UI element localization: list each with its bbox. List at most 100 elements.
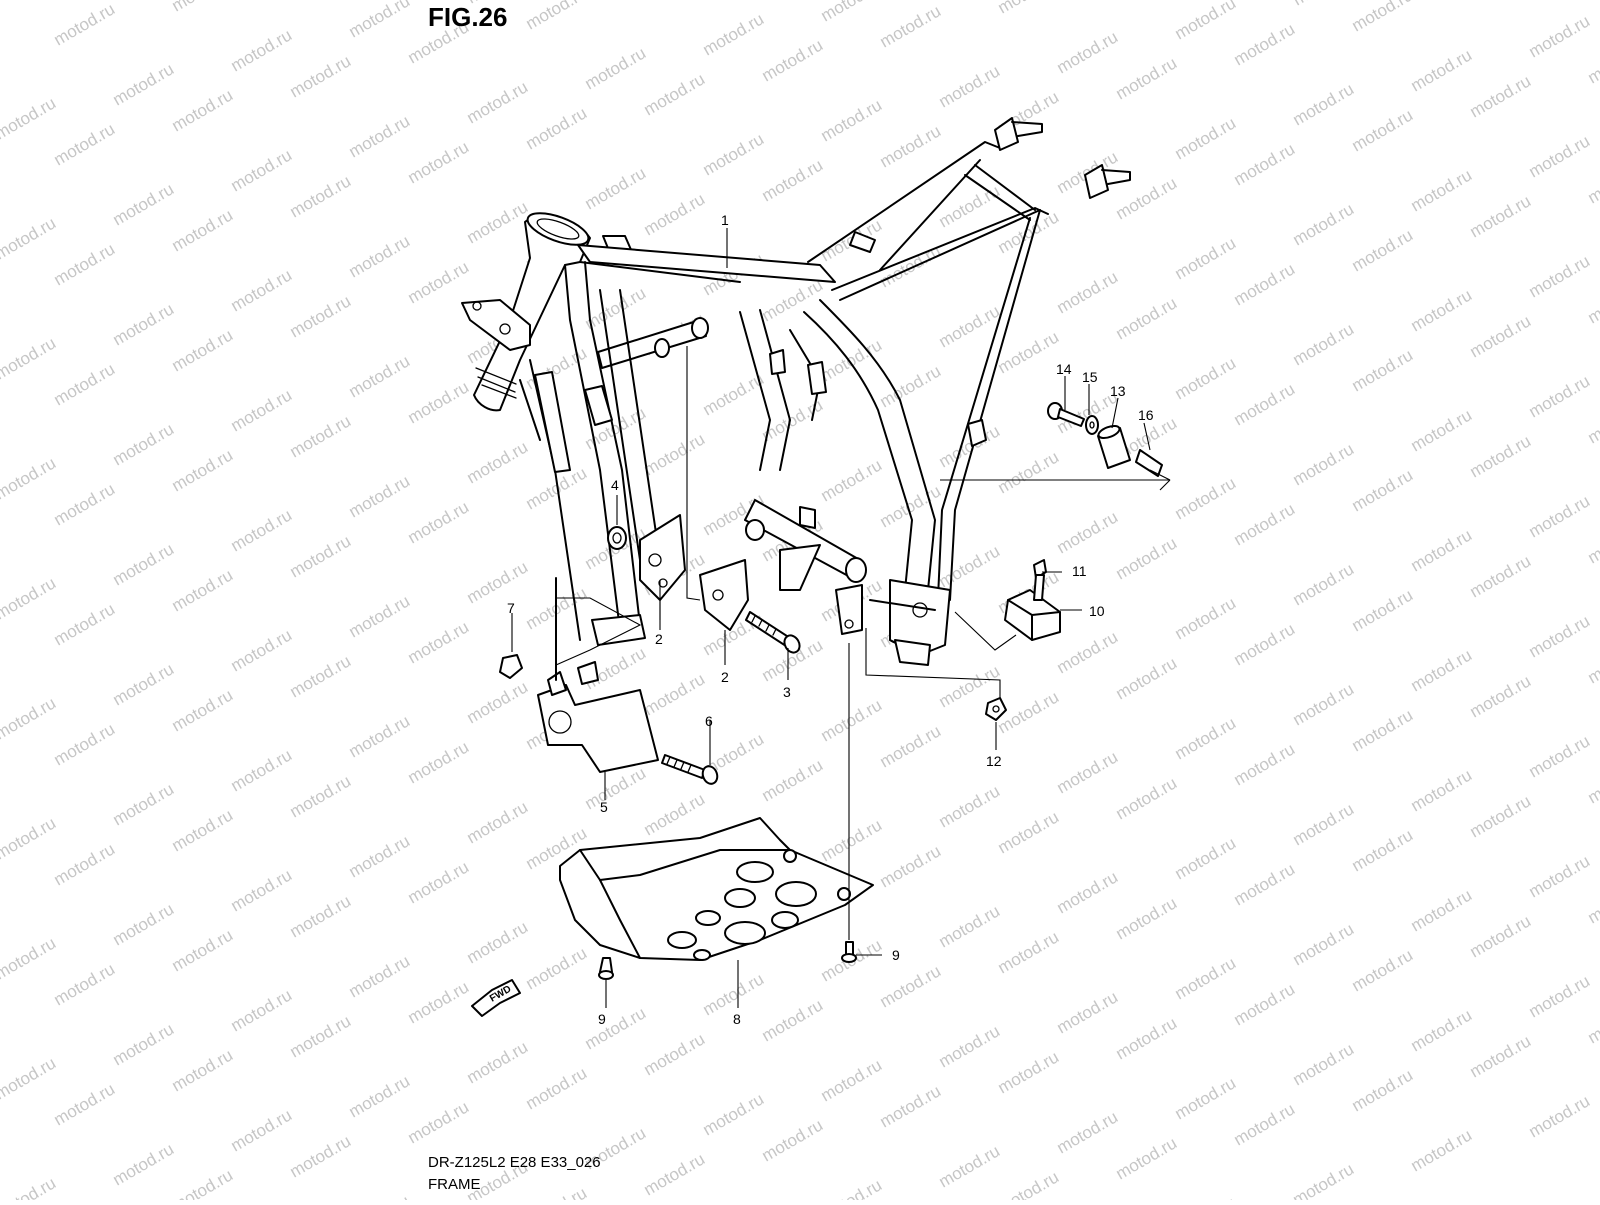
watermark-text: motod.ru xyxy=(1408,165,1476,215)
watermark-text: motod.ru xyxy=(641,69,709,119)
watermark-text: motod.ru xyxy=(1526,131,1594,181)
watermark-text: motod.ru xyxy=(1349,105,1417,155)
watermark-text: motod.ru xyxy=(1290,0,1358,9)
watermark-text: motod.ru xyxy=(641,429,709,479)
callout-4: 4 xyxy=(611,477,619,493)
watermark-text: motod.ru xyxy=(1054,1107,1122,1157)
watermark-text: motod.ru xyxy=(1467,911,1535,961)
watermark-text: motod.ru xyxy=(1349,345,1417,395)
watermark-text: motod.ru xyxy=(51,599,119,649)
watermark-text: motod.ru xyxy=(346,591,414,641)
watermark-text: motod.ru xyxy=(818,0,886,25)
bolt-part-3[interactable] xyxy=(746,612,803,655)
watermark-text: motod.ru xyxy=(818,95,886,145)
watermark-text: motod.ru xyxy=(1113,53,1181,103)
watermark-text: motod.ru xyxy=(936,781,1004,831)
watermark-text: motod.ru xyxy=(1526,251,1594,301)
watermark-text: motod.ru xyxy=(759,155,827,205)
callout-10: 10 xyxy=(1089,603,1105,619)
watermark-text: motod.ru xyxy=(1408,45,1476,95)
watermark-text: motod.ru xyxy=(169,0,237,15)
skid-plate-part-8[interactable] xyxy=(560,818,873,960)
watermark-text: motod.ru xyxy=(169,685,237,735)
watermark-text: motod.ru xyxy=(228,265,296,315)
watermark-text: motod.ru xyxy=(1585,877,1600,927)
watermark-text: motod.ru xyxy=(582,763,650,813)
watermark-text: motod.ru xyxy=(1585,37,1600,87)
watermark-text: motod.ru xyxy=(1408,525,1476,575)
watermark-text: motod.ru xyxy=(1231,859,1299,909)
watermark-text: motod.ru xyxy=(523,103,591,153)
watermark-text: motod.ru xyxy=(0,453,59,503)
watermark-text: motod.ru xyxy=(1467,791,1535,841)
watermark-text: motod.ru xyxy=(582,43,650,93)
footrest-bracket-part-5[interactable] xyxy=(538,578,658,772)
watermark-text: motod.ru xyxy=(464,197,532,247)
callout-14: 14 xyxy=(1056,361,1072,377)
watermark-text: motod.ru xyxy=(1349,0,1417,35)
watermark-text: motod.ru xyxy=(287,1131,355,1181)
watermark-text: motod.ru xyxy=(110,899,178,949)
nut-part-7[interactable] xyxy=(500,655,522,678)
watermark-text: motod.ru xyxy=(110,539,178,589)
watermark-text: motod.ru xyxy=(523,1183,591,1200)
watermark-text: motod.ru xyxy=(1526,851,1594,901)
watermark-text: motod.ru xyxy=(1113,533,1181,583)
callout-9: 9 xyxy=(892,947,900,963)
callout-2: 2 xyxy=(655,631,663,647)
watermark-text: motod.ru xyxy=(51,719,119,769)
cushion-part-13[interactable] xyxy=(1097,424,1130,468)
watermark-text: motod.ru xyxy=(0,333,59,383)
watermark-text: motod.ru xyxy=(169,445,237,495)
watermark-text: motod.ru xyxy=(700,369,768,419)
watermark-text: motod.ru xyxy=(936,61,1004,111)
watermark-text: motod.ru xyxy=(464,557,532,607)
watermark-text: motod.ru xyxy=(1172,713,1240,763)
watermark-text: motod.ru xyxy=(759,755,827,805)
watermark-text: motod.ru xyxy=(51,359,119,409)
collar-part-16[interactable] xyxy=(1136,450,1162,476)
watermark-text: motod.ru xyxy=(287,531,355,581)
watermark-text: motod.ru xyxy=(346,1191,414,1200)
watermark-text: motod.ru xyxy=(0,933,59,983)
watermark-text: motod.ru xyxy=(1172,953,1240,1003)
watermark-text: motod.ru xyxy=(1172,233,1240,283)
collar-part-4[interactable] xyxy=(608,527,626,549)
watermark-text: motod.ru xyxy=(936,1021,1004,1071)
watermark-text: motod.ru xyxy=(995,447,1063,497)
watermark-text: motod.ru xyxy=(464,917,532,967)
watermark-text: motod.ru xyxy=(1408,1005,1476,1055)
watermark-text: motod.ru xyxy=(1467,71,1535,121)
watermark-text: motod.ru xyxy=(51,959,119,1009)
watermark-text: motod.ru xyxy=(1526,371,1594,421)
callout-12: 12 xyxy=(986,753,1002,769)
washer-part-15[interactable] xyxy=(1086,416,1098,434)
callout-7: 7 xyxy=(507,600,515,616)
watermark-text: motod.ru xyxy=(582,163,650,213)
watermark-text: motod.ru xyxy=(464,77,532,127)
watermark-text: motod.ru xyxy=(641,1029,709,1079)
watermark-text: motod.ru xyxy=(1113,293,1181,343)
watermark-text: motod.ru xyxy=(1231,379,1299,429)
watermark-text: motod.ru xyxy=(1172,1073,1240,1123)
watermark-text: motod.ru xyxy=(51,479,119,529)
callout-1: 1 xyxy=(721,212,729,228)
watermark-text: motod.ru xyxy=(1113,1013,1181,1063)
watermark-text: motod.ru xyxy=(582,1003,650,1053)
callout-15: 15 xyxy=(1082,369,1098,385)
watermark-text: motod.ru xyxy=(228,145,296,195)
watermark-text: motod.ru xyxy=(1172,833,1240,883)
fwd-arrow-icon: FWD xyxy=(472,980,520,1016)
watermark-text: motod.ru xyxy=(877,1,945,51)
watermark-text: motod.ru xyxy=(1585,157,1600,207)
watermark-text: motod.ru xyxy=(1408,285,1476,335)
watermark-text: motod.ru xyxy=(1172,353,1240,403)
watermark-text: motod.ru xyxy=(1585,757,1600,807)
watermark-text: motod.ru xyxy=(700,9,768,59)
watermark-text: motod.ru xyxy=(1408,885,1476,935)
watermark-text: motod.ru xyxy=(228,745,296,795)
watermark-text: motod.ru xyxy=(1054,867,1122,917)
bumper-part-10[interactable] xyxy=(1005,590,1060,640)
watermark-text: motod.ru xyxy=(287,651,355,701)
